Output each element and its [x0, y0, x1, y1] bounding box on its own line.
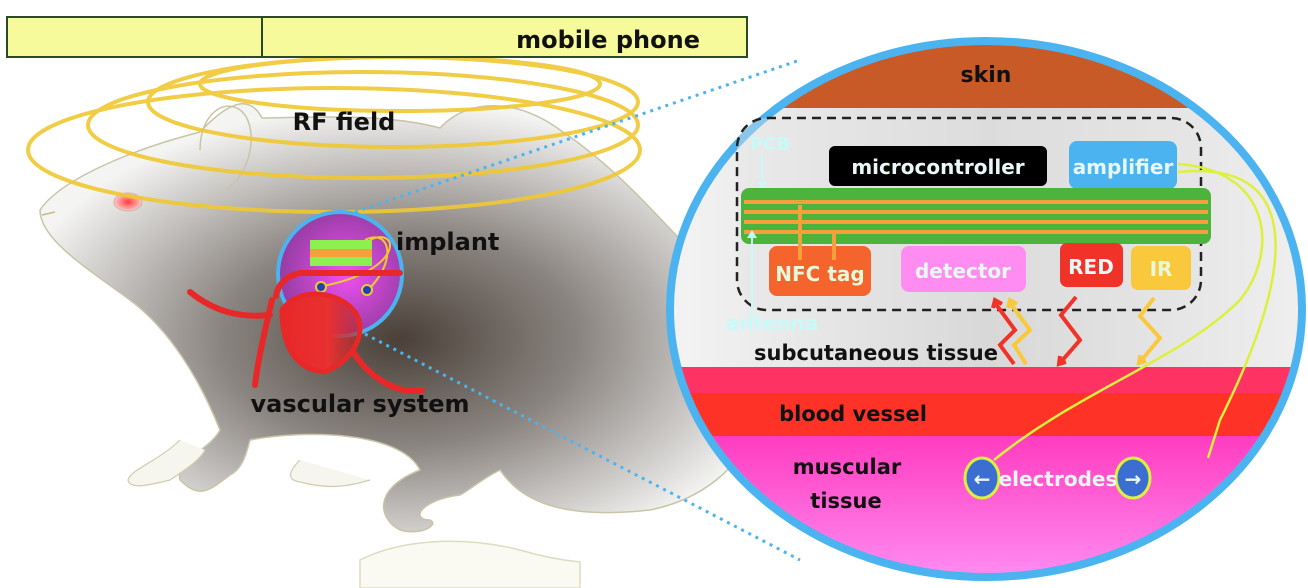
rat-illustration: [39, 103, 761, 588]
red-emission-signal: [1058, 295, 1083, 365]
amplifier-label: amplifier: [1073, 155, 1174, 179]
rf-field-label: RF field: [293, 108, 396, 136]
ir-led-label: IR: [1150, 257, 1173, 281]
detector-label: detector: [915, 259, 1011, 283]
subcutaneous-tissue-label: subcutaneous tissue: [754, 341, 998, 365]
muscular-tissue-label-line2: tissue: [810, 489, 881, 513]
mobile-phone-label: mobile phone: [516, 26, 700, 54]
amplifier-chip: [1069, 141, 1177, 189]
pcb-board: [741, 188, 1211, 244]
detail-circle-border: [666, 37, 1306, 581]
vascular-system-label: vascular system: [250, 390, 469, 418]
red-led-label: RED: [1068, 255, 1114, 279]
rat-tail: [359, 540, 581, 588]
mobile-phone-bar: [6, 16, 748, 58]
rat-nose: [41, 211, 56, 216]
pcb-label: PCB: [750, 134, 790, 155]
electrodes-label: electrodes: [999, 467, 1118, 491]
skin-label: skin: [961, 63, 1012, 88]
ir-led-chip: [1131, 246, 1191, 290]
rf-ring-2: [86, 70, 640, 180]
electrode-wires: [993, 162, 1277, 461]
reflected-red-signal: [993, 301, 1018, 366]
blood-vessel-label: blood vessel: [779, 402, 927, 426]
electrode-left-arrow-icon: ←: [974, 467, 991, 491]
electrode-left: [963, 456, 1001, 500]
microcontroller-label: microcontroller: [851, 155, 1024, 179]
pcb-arrow-head: [757, 182, 767, 190]
upper-tissue-layer: [670, 367, 1302, 393]
ir-emission-signal: [1137, 296, 1163, 364]
electrode-right-arrow-icon: →: [1125, 467, 1142, 491]
blood-vessel-layer: [670, 393, 1302, 436]
rat-hind-paw: [290, 459, 371, 488]
heart: [279, 291, 363, 375]
implant-electrode-mini-left: [315, 281, 327, 293]
microcontroller-chip: [829, 146, 1047, 186]
antenna-arrow-head: [747, 230, 757, 238]
red-led-chip: [1060, 243, 1123, 287]
implant-label: implant: [396, 228, 499, 256]
reflected-ir-signal: [1008, 301, 1033, 366]
nfc-tag-chip: [769, 246, 871, 296]
vascular-system: [187, 270, 425, 394]
nfc-tag-label: NFC tag: [775, 262, 864, 286]
rat-front-paw: [127, 439, 206, 487]
light-signals: [991, 295, 1163, 367]
zoom-connector-bottom: [364, 332, 801, 562]
detector-chip: [901, 246, 1026, 292]
rat-body: [39, 103, 761, 533]
implant-electrode-mini-right: [361, 284, 373, 296]
electrode-right: [1114, 456, 1152, 500]
antenna-label: antenna: [726, 311, 819, 335]
muscular-tissue-label-line1: muscular: [793, 455, 902, 479]
